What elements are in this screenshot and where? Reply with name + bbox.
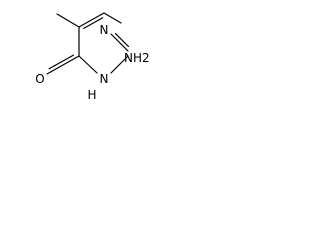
bond-c5-ch3 bbox=[56, 13, 80, 28]
atom-h-on-n: H bbox=[87, 88, 96, 102]
atom-n-top: N bbox=[100, 23, 109, 37]
bond-layer bbox=[46, 12, 130, 75]
bond-c5-c6 bbox=[78, 12, 105, 28]
molecule-diagram: N N H NH2 O bbox=[35, 12, 150, 102]
bond-c4-o bbox=[46, 55, 80, 75]
bond-c4-o-second bbox=[48, 54, 75, 70]
bond-nh-c4 bbox=[78, 55, 98, 74]
atom-n-h: N bbox=[100, 72, 109, 86]
atom-oxygen: O bbox=[35, 72, 44, 86]
atom-nh2: NH2 bbox=[124, 51, 150, 65]
atom-label-layer: N N H NH2 O bbox=[35, 23, 149, 102]
bond-n-c2-second bbox=[114, 32, 130, 48]
bond-n-c2 bbox=[110, 33, 129, 52]
bond-c2-nh bbox=[110, 55, 129, 74]
bond-c6-n bbox=[103, 12, 122, 24]
bond-c5-c6-second bbox=[83, 17, 104, 29]
